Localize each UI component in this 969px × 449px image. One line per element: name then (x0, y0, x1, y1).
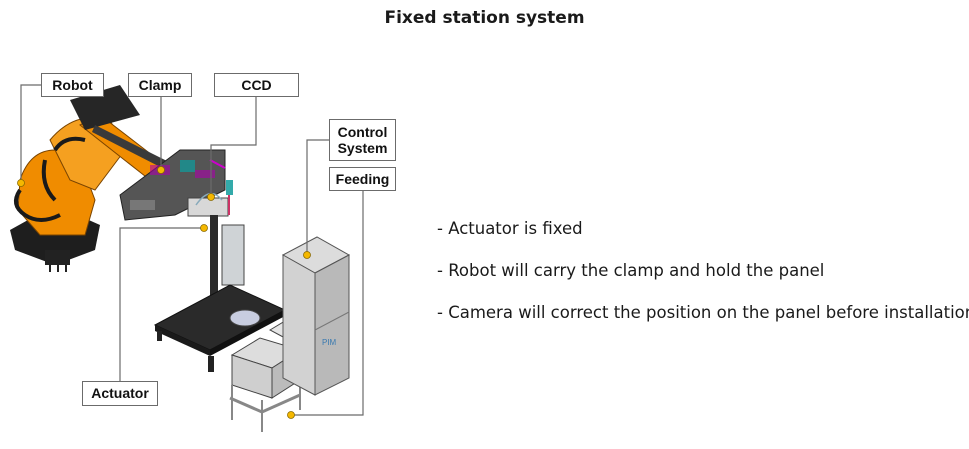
actuator-marker (200, 224, 208, 232)
control-cabinet-illustration: PIM (281, 236, 351, 396)
marker-dots (17, 166, 311, 419)
leader-lines (20, 84, 364, 416)
label-clamp: Clamp (128, 73, 192, 97)
label-robot: Robot (41, 73, 104, 97)
label-ccd: CCD (214, 73, 299, 97)
bullet-item: - Actuator is fixed (437, 219, 583, 238)
base-platform (153, 284, 287, 372)
label-control-system-line1: Control (337, 124, 388, 140)
robot-marker (17, 179, 25, 187)
ccd-marker (207, 193, 215, 201)
page-title: Fixed station system (384, 8, 585, 28)
robot-illustration (10, 85, 175, 272)
bullet-item: - Camera will correct the position on th… (437, 303, 969, 322)
bullet-item: - Robot will carry the clamp and hold th… (437, 261, 825, 280)
clamp-marker (157, 166, 165, 174)
bullet-list: - Actuator is fixed - Robot will carry t… (437, 218, 969, 344)
control-system-marker (303, 251, 311, 259)
label-control-system-line2: System (337, 140, 388, 156)
label-control-system: Control System (329, 119, 396, 161)
label-feeding: Feeding (329, 167, 396, 191)
svg-text:PIM: PIM (322, 338, 337, 347)
actuator-illustration (187, 180, 245, 325)
feeding-marker (287, 411, 295, 419)
label-actuator: Actuator (82, 381, 158, 406)
